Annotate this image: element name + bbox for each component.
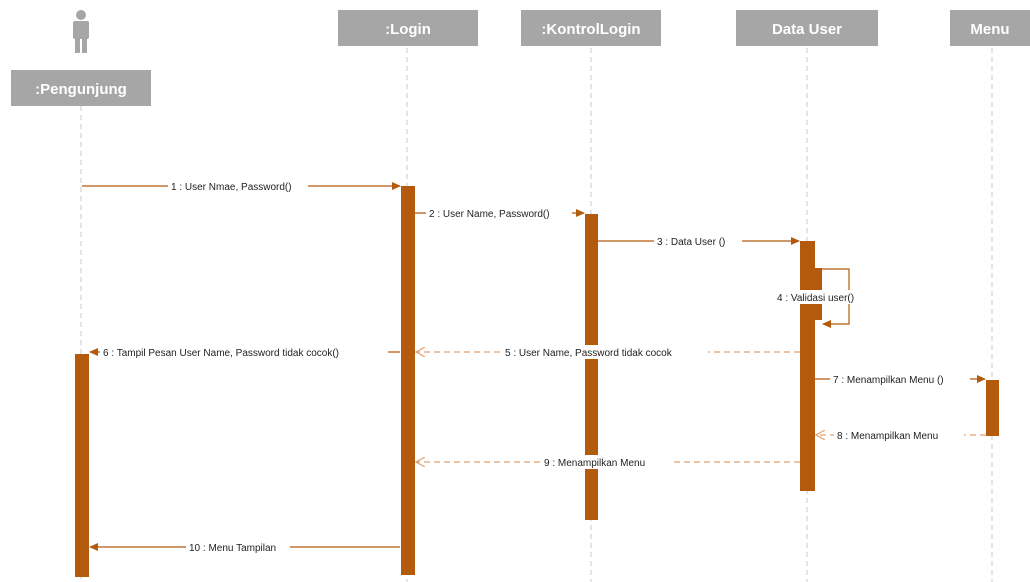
activation-kontrol-login — [585, 214, 598, 520]
lifeline-title-login: :Login — [385, 21, 431, 38]
message-2: 2 : User Name, Password() — [415, 206, 585, 220]
message-5: 5 : User Name, Password tidak cocok — [416, 345, 800, 359]
message-7: 7 : Menampilkan Menu () — [815, 372, 986, 386]
message-8: 8 : Menampilkan Menu — [816, 428, 986, 442]
lifeline-header-login: :Login — [338, 10, 478, 46]
message-6: 6 : Tampil Pesan User Name, Password tid… — [89, 345, 400, 359]
lifeline-title-data-user: Data User — [772, 21, 842, 38]
message-label: 6 : Tampil Pesan User Name, Password tid… — [103, 348, 339, 359]
lifeline-header-data-user: Data User — [736, 10, 878, 46]
activation-pengunjung — [75, 354, 89, 577]
message-label: 10 : Menu Tampilan — [189, 543, 276, 554]
lifeline-title-kontrol-login: :KontrolLogin — [541, 21, 640, 38]
message-label: 4 : Validasi user() — [777, 293, 854, 304]
activation-menu — [986, 380, 999, 436]
actor-label: :Pengunjung — [35, 81, 127, 98]
lifeline-title-menu: Menu — [970, 21, 1009, 38]
message-1: 1 : User Nmae, Password() — [82, 179, 401, 193]
message-10: 10 : Menu Tampilan — [89, 540, 400, 554]
message-label: 8 : Menampilkan Menu — [837, 431, 938, 442]
message-4: 4 : Validasi user() — [774, 268, 869, 328]
message-9: 9 : Menampilkan Menu — [416, 455, 800, 469]
message-label: 3 : Data User () — [657, 237, 725, 248]
message-label: 5 : User Name, Password tidak cocok — [505, 348, 673, 359]
lifeline-header-kontrol-login: :KontrolLogin — [521, 10, 661, 46]
actor-icon — [73, 10, 89, 53]
message-label: 2 : User Name, Password() — [429, 209, 550, 220]
message-3: 3 : Data User () — [598, 234, 800, 248]
actor-pengunjung: :Pengunjung — [11, 70, 151, 106]
lifeline-header-menu: Menu — [950, 10, 1030, 46]
message-label: 9 : Menampilkan Menu — [544, 458, 645, 469]
activation-login — [401, 186, 415, 575]
message-label: 7 : Menampilkan Menu () — [833, 375, 944, 386]
message-label: 1 : User Nmae, Password() — [171, 182, 292, 193]
